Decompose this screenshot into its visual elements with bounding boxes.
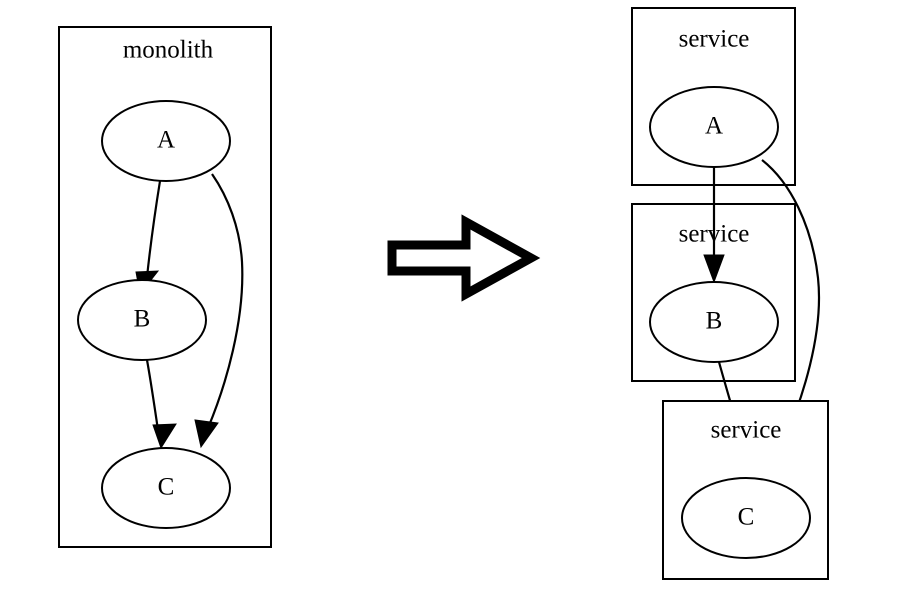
edge-b-to-c-line [145,359,160,431]
service-node-a[interactable]: A [649,86,779,168]
service-cluster-label-b: service [679,221,750,248]
node-b-ellipse[interactable] [77,279,207,361]
service-node-a-ellipse[interactable] [649,86,779,168]
service-cluster-label-a: service [679,26,750,53]
edge-b-to-c-arrowhead [152,423,177,450]
service-edge-a-to-b-arrowhead [703,254,725,284]
edge-a-to-c-arrowhead [194,419,219,449]
monolith-node-a[interactable]: A [101,100,231,182]
node-c-label: C [158,474,175,501]
service-node-a-label: A [705,113,723,140]
edge-a-to-b-line [145,180,162,278]
service-node-c-label: C [738,504,755,531]
service-edge-a-to-b [703,167,725,284]
service-node-b-ellipse[interactable] [649,281,779,363]
services-group: service service service A B C [631,7,829,580]
edge-a-to-c-line [206,173,244,429]
service-node-c-ellipse[interactable] [681,477,811,559]
node-b-label: B [134,306,151,333]
monolith-node-c[interactable]: C [101,447,231,529]
monolith-node-b[interactable]: B [77,279,207,361]
service-node-b[interactable]: B [649,281,779,363]
edge-b-to-c [145,359,177,450]
transform-right-arrow-icon [387,214,541,302]
node-c-ellipse[interactable] [101,447,231,529]
node-a-ellipse[interactable] [101,100,231,182]
edge-a-to-c [194,173,244,449]
monolith-cluster-group: monolith A [58,26,272,548]
service-node-c[interactable]: C [681,477,811,559]
service-cluster-label-c: service [711,417,782,444]
service-node-b-label: B [706,308,723,335]
monolith-cluster-label: monolith [123,37,214,64]
node-a-label: A [157,127,175,154]
